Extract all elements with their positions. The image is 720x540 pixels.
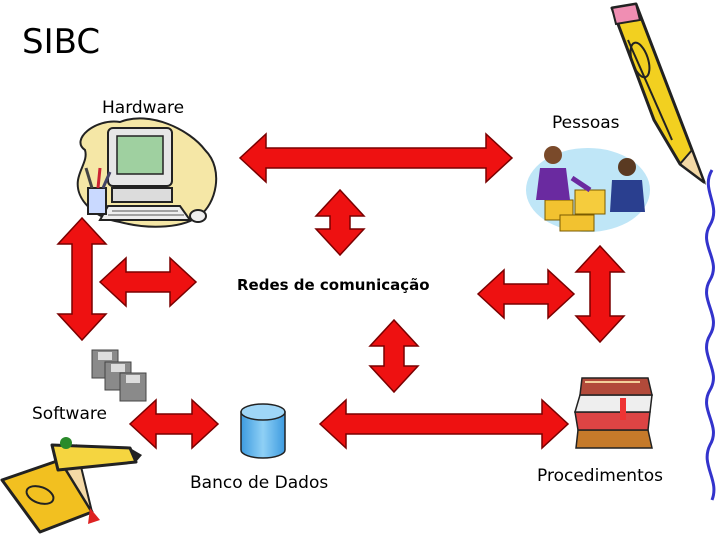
business-people-clipart-icon: [526, 146, 650, 232]
wavy-border-icon: [705, 169, 716, 501]
database-cylinder-icon: [240, 403, 286, 459]
arrow-redes-pessoas: [476, 268, 576, 320]
banco-dados-label: Banco de Dados: [190, 473, 329, 493]
arrow-hardware-pessoas: [238, 132, 514, 184]
arrow-software-banco: [128, 398, 220, 450]
arrow-hardware-redes: [98, 256, 198, 308]
computer-clipart-icon: [76, 117, 218, 228]
books-stack-icon: [573, 377, 653, 449]
page-title: SIBC: [22, 22, 101, 62]
arrow-center-vertical: [314, 188, 366, 257]
redes-label: Redes de comunicação: [237, 276, 430, 294]
hardware-label: Hardware: [102, 98, 185, 118]
crayons-icon: [0, 437, 142, 534]
arrow-banco-procedimentos: [318, 398, 570, 450]
pencil-icon: [610, 2, 707, 185]
software-label: Software: [32, 404, 107, 424]
arrows-layer: [56, 132, 626, 450]
floppy-disks-icon: [91, 349, 147, 402]
arrow-hardware-software: [56, 216, 108, 342]
procedimentos-label: Procedimentos: [537, 466, 664, 486]
arrow-center-lower-vertical: [368, 318, 420, 394]
arrow-pessoas-procedimentos: [574, 244, 626, 344]
pessoas-label: Pessoas: [552, 113, 620, 133]
